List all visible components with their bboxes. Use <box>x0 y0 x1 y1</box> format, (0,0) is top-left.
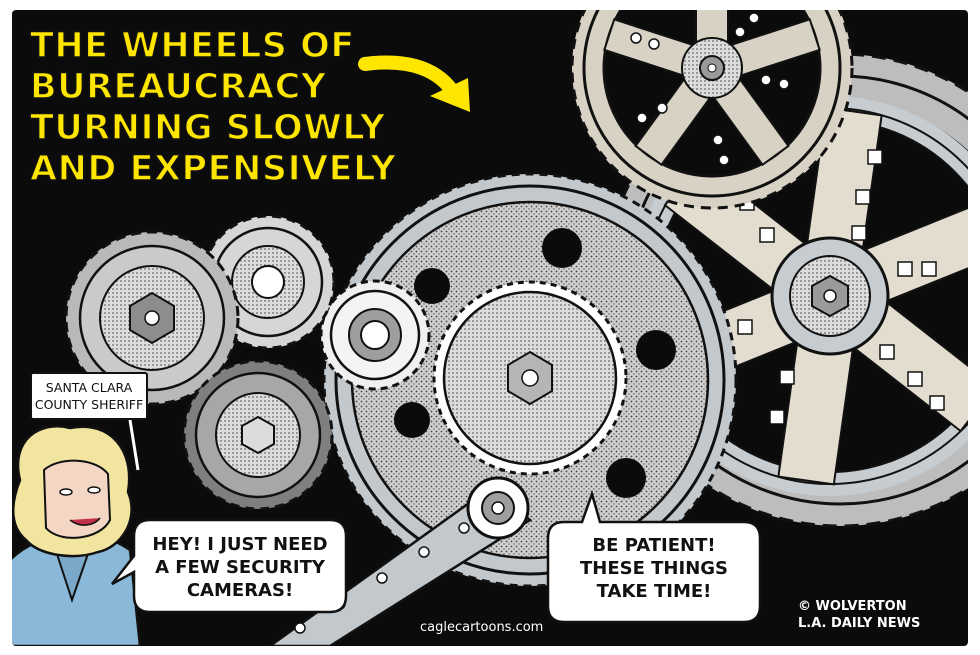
caption-line: SANTA CLARA <box>45 380 133 395</box>
caption-line: COUNTY SHERIFF <box>34 397 144 412</box>
balloon-line: A FEW SECURITY <box>155 557 325 578</box>
left-gear-middle <box>64 230 240 406</box>
small-white-gear <box>319 279 431 391</box>
headline-line: THE WHEELS OF <box>29 25 355 67</box>
balloon-line: CAMERAS! <box>186 580 294 601</box>
headline: THE WHEELS OF BUREAUCRACY TURNING SLOWLY… <box>29 25 410 190</box>
sheriff-balloon-shape <box>111 518 348 614</box>
sheriff-figure <box>12 425 142 646</box>
arrow-icon <box>358 55 470 112</box>
sheriff-speech-balloon: HEY! I JUST NEED A FEW SECURITY CAMERAS! <box>134 518 346 614</box>
headline-line: BUREAUCRACY <box>29 66 327 108</box>
artist-credit: © WOLVERTON L.A. DAILY NEWS <box>798 598 958 632</box>
left-gear-bottom <box>182 359 334 511</box>
top-beige-gear <box>570 10 854 210</box>
gears-balloon-shape <box>546 489 762 624</box>
balloon-line: THESE THINGS <box>579 558 728 579</box>
caption-pointer <box>128 419 140 471</box>
balloon-line: HEY! I JUST NEED <box>152 534 328 555</box>
headline-line: AND EXPENSIVELY <box>29 148 397 190</box>
balloon-line: BE PATIENT! <box>592 535 716 556</box>
gears-speech-balloon: BE PATIENT! THESE THINGS TAKE TIME! <box>548 520 760 624</box>
central-stippled-gear <box>322 172 738 588</box>
credit-line: © WOLVERTON <box>798 599 907 614</box>
site-watermark: caglecartoons.com <box>420 620 544 635</box>
credit-line: L.A. DAILY NEWS <box>798 616 921 631</box>
headline-line: TURNING SLOWLY <box>29 107 386 149</box>
caption-box: SANTA CLARA COUNTY SHERIFF <box>30 372 148 420</box>
balloon-line: TAKE TIME! <box>596 581 712 602</box>
